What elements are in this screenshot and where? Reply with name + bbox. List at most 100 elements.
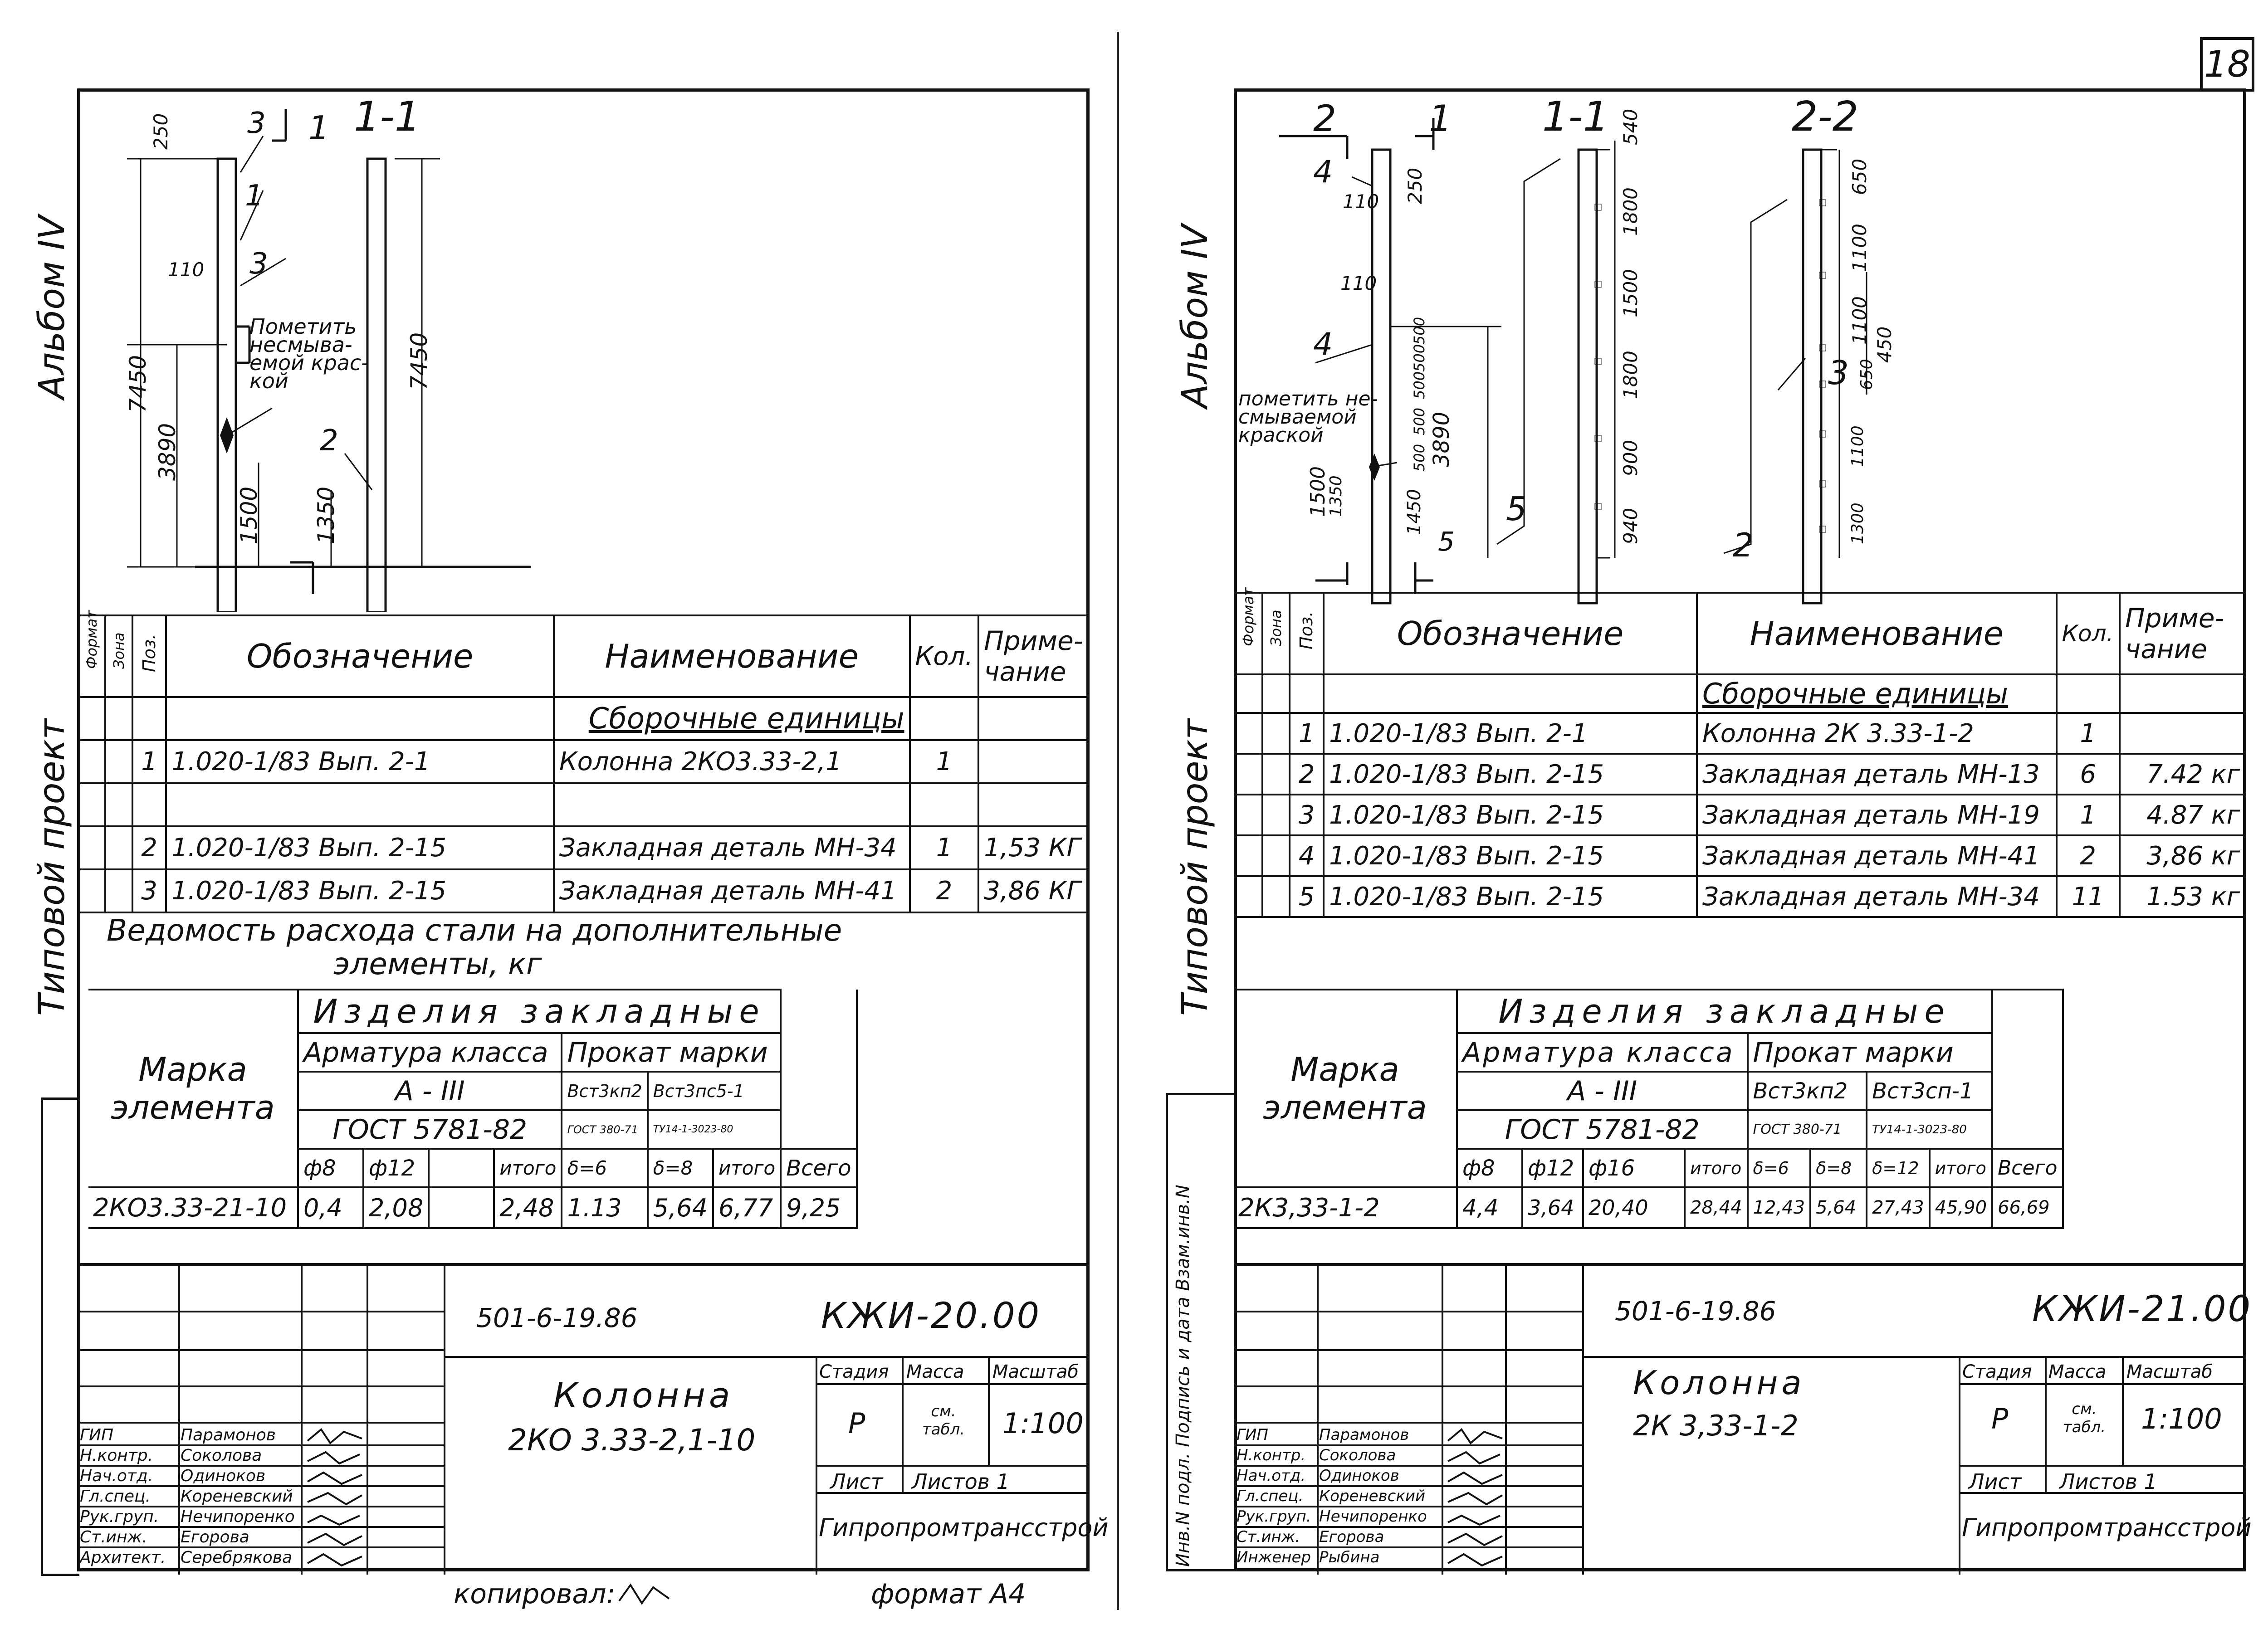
left-sheet-code: КЖИ-20.00 [821, 1296, 1041, 1336]
left-mass-value: см. табл. [922, 1402, 965, 1439]
mark-header: Марка элемента [1234, 989, 1458, 1188]
role-title: Инженер [1237, 1548, 1311, 1566]
profile-header: Прокат марки [561, 1032, 782, 1073]
left-marking-note: Пометить несмыва- емой крас- кой [249, 316, 369, 393]
col-note-header: Приме-чание [2118, 592, 2247, 675]
row-pos: 5 [1289, 875, 1325, 918]
role-title: Ст.инж. [1237, 1528, 1300, 1546]
profile-gost-1: ГОСТ 380-71 [561, 1109, 649, 1150]
h-total-rebar: итого [1684, 1148, 1749, 1188]
left-note-line: емой крас- [249, 351, 369, 375]
row-name: Колонна 2К 3.33-1-2 [1696, 712, 2058, 755]
cell [104, 739, 134, 784]
right-marking-note: пометить не- смываемой краской [1238, 389, 1378, 445]
right-dim-940: 940 [1619, 507, 1642, 544]
row-note: 4.87 кг [2118, 794, 2247, 836]
zone-label: Зона [1267, 610, 1285, 646]
right-dim-1500: 1500 [1619, 269, 1642, 317]
role-row: Ст.инж. Егорова [1237, 1527, 1427, 1547]
steel-title-line1: Ведомость расхода стали на дополнительны… [107, 913, 842, 948]
right-callout-4b: 4 [1313, 327, 1333, 362]
right-dim-900: 900 [1619, 439, 1642, 476]
right-mass-header: Масса [2048, 1361, 2107, 1382]
cell [1234, 753, 1263, 795]
row-qty: 1 [2055, 712, 2121, 755]
cell [165, 782, 555, 827]
role-person: Рыбина [1319, 1548, 1380, 1566]
row-mark: 2К3,33-1-2 [1234, 1186, 1458, 1229]
left-stage-header: Стадия [819, 1361, 889, 1382]
cell [1234, 794, 1263, 836]
left-dim-7450b: 7450 [406, 332, 432, 390]
left-note-line: кой [249, 369, 288, 393]
cell [77, 825, 107, 870]
cell [1261, 834, 1291, 877]
h-phi8: ф8 [297, 1148, 364, 1188]
left-dim-7450a: 7450 [125, 355, 151, 413]
h-blank [428, 1148, 495, 1188]
right-lists-header: Листов 1 [2059, 1469, 2157, 1494]
title-block-grid [77, 1266, 1090, 1575]
row-pos: 4 [1289, 834, 1325, 877]
row-name: Закладная деталь МН-19 [1696, 794, 2058, 836]
h-phi12: ф12 [362, 1148, 430, 1188]
row-note [978, 739, 1090, 784]
profile-gost-1: ГОСТ 380-71 [1746, 1109, 1868, 1150]
items-header: Изделия закладные [1456, 989, 1994, 1034]
role-row: Ст.инж.Егорова [80, 1527, 295, 1547]
right-dim-500c: 500 [1411, 371, 1428, 399]
h-d8: δ=8 [1809, 1148, 1868, 1188]
left-lists-header: Листов 1 [912, 1469, 1010, 1494]
cell [1261, 673, 1291, 714]
cell [909, 782, 980, 827]
right-dim-540: 540 [1619, 108, 1642, 145]
role-row: Н.контр.Соколова [1237, 1445, 1427, 1466]
role-title: Нач.отд. [1237, 1467, 1306, 1485]
right-callout-5: 5 [1506, 490, 1527, 528]
col-name-header: Наименование [1696, 592, 2058, 675]
role-title: Нач.отд. [80, 1467, 153, 1485]
role-person: Нечипоренко [1319, 1507, 1427, 1526]
v-d8: 5,64 [646, 1186, 714, 1229]
row-designation: 1.020-1/83 Вып. 2-1 [165, 739, 555, 784]
right-view-2-2: 2-2 [1792, 93, 1858, 141]
row-qty: 2 [909, 868, 980, 913]
cell [1234, 673, 1263, 714]
row-pos: 2 [1289, 753, 1325, 795]
v-phi8: 4,4 [1456, 1186, 1523, 1229]
role-row: Гл.спец.Кореневский [1237, 1486, 1427, 1507]
row-designation: 1.020-1/83 Вып. 2-15 [165, 825, 555, 870]
v-total-rebar: 28,44 [1684, 1186, 1749, 1229]
role-row: Н.контр.Соколова [80, 1445, 295, 1466]
profile-grade-1: Вст3кп2 [561, 1071, 649, 1111]
right-element-mark: 2К 3,33-1-2 [1633, 1409, 1799, 1442]
right-dim-450: 450 [1873, 326, 1896, 363]
left-project-code: 501-6-19.86 [476, 1302, 638, 1333]
steel-title-line2: элементы, кг [333, 946, 542, 981]
right-scale-header: Масштаб [2126, 1361, 2213, 1382]
right-stage-value: Р [1991, 1402, 2009, 1435]
right-dim-500d: 500 [1411, 344, 1428, 372]
row-pos: 3 [132, 868, 167, 913]
role-person: Одиноков [1319, 1467, 1399, 1485]
role-person: Парамонов [181, 1426, 276, 1444]
right-stage-header: Стадия [1962, 1361, 2032, 1382]
profile-grade-2: Вст3сп-1 [1866, 1071, 1994, 1111]
role-row: Рук.груп.Нечипоренко [80, 1507, 295, 1527]
row-name: Закладная деталь МН-34 [1696, 875, 2058, 918]
v-blank [428, 1186, 495, 1229]
role-title: Гл.спец. [80, 1487, 151, 1506]
left-note-line: несмыва- [249, 332, 352, 357]
cell [1261, 712, 1291, 755]
right-dim-1100b: 1100 [1848, 296, 1871, 345]
row-designation: 1.020-1/83 Вып. 2-15 [165, 868, 555, 913]
right-dim-3890: 3890 [1429, 411, 1454, 467]
pos-label: Поз. [1296, 611, 1317, 649]
right-stamp-strip: Инв.N подл. Подпись и дата Взам.инв.N [1166, 1093, 1234, 1571]
role-person: Егорова [1319, 1528, 1384, 1546]
row-note: 1.53 кг [2118, 875, 2247, 918]
right-dim-650a: 650 [1848, 158, 1871, 195]
role-person: Егорова [181, 1528, 249, 1546]
right-callout-5b: 5 [1438, 526, 1455, 557]
